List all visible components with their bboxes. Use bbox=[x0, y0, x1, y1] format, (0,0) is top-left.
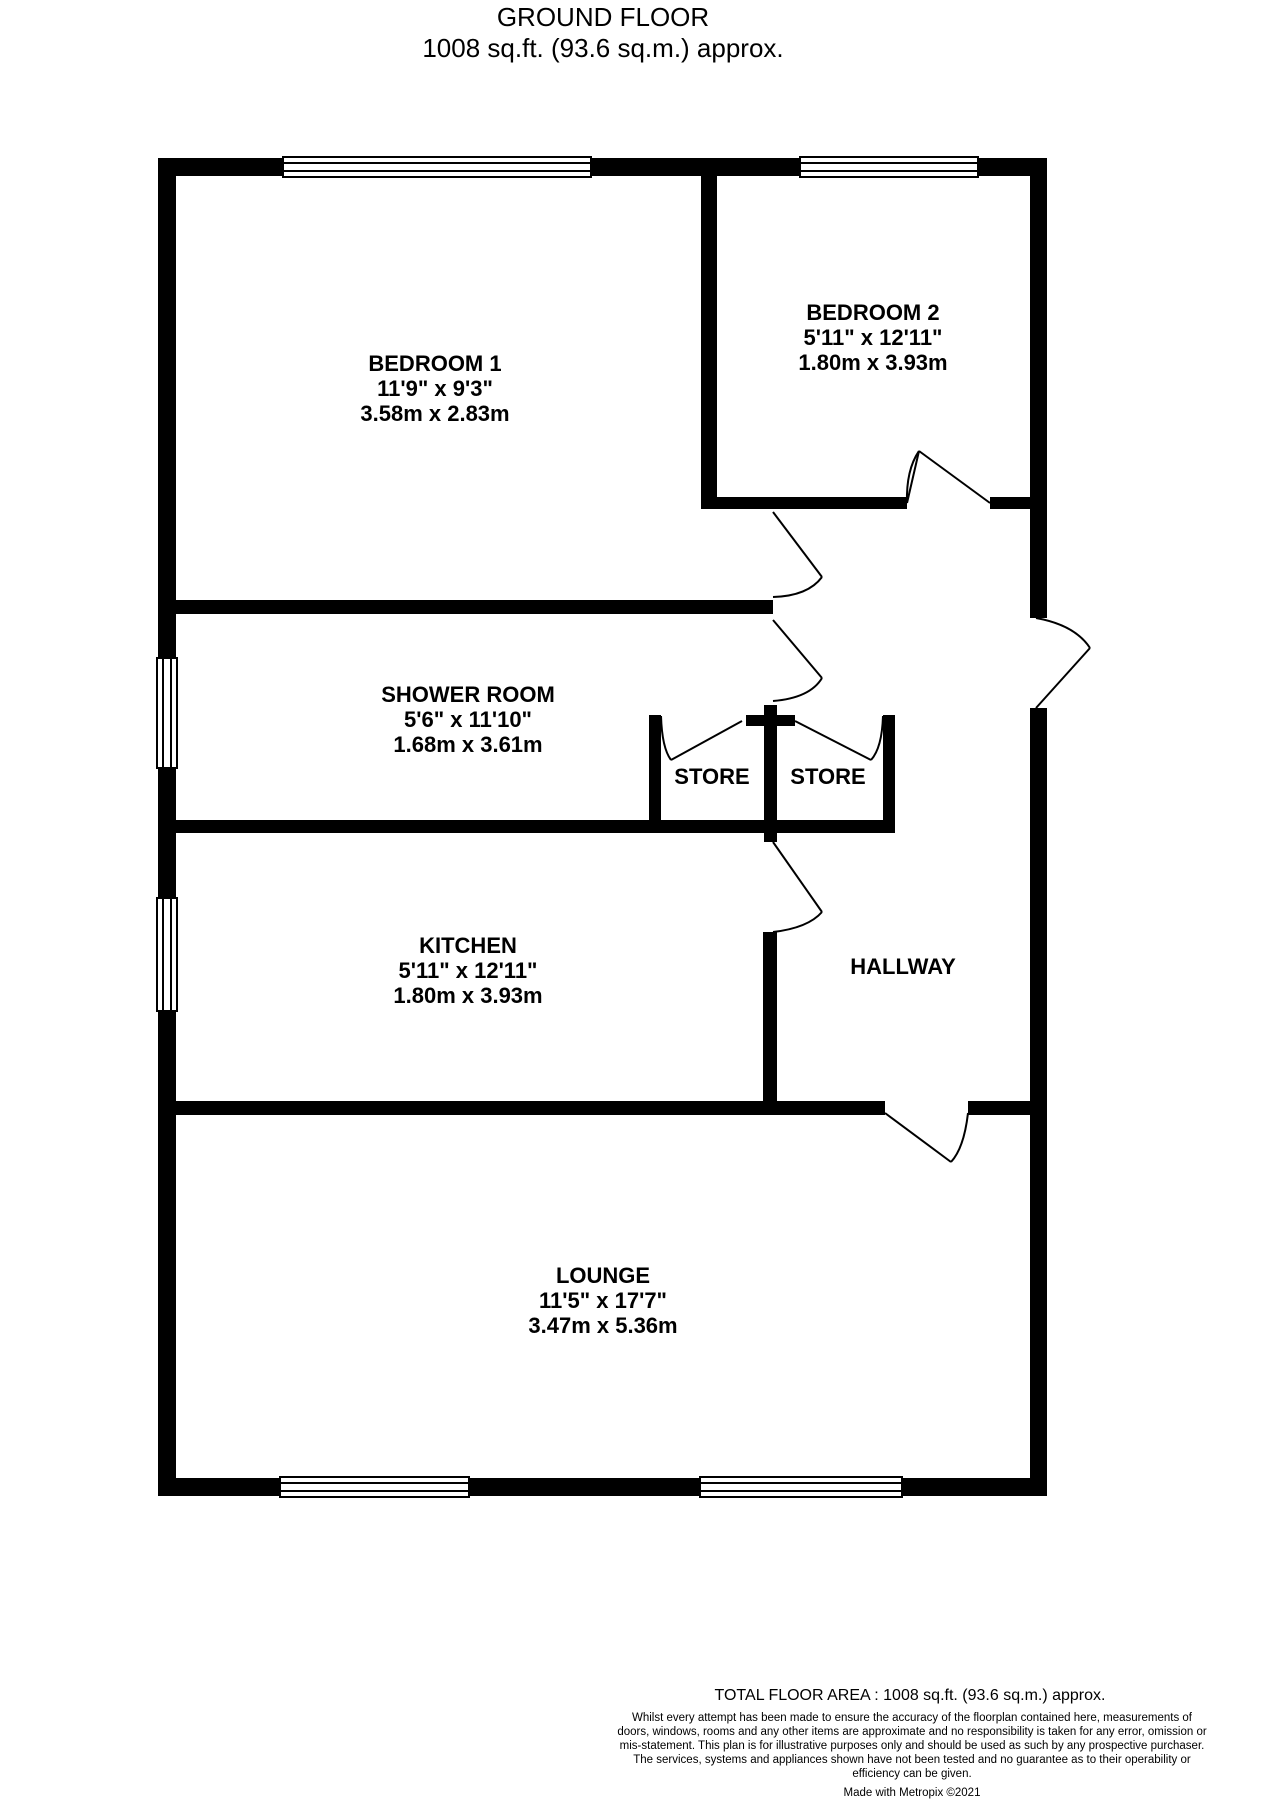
room-name: STORE bbox=[674, 764, 750, 789]
room-dimensions-metric: 1.80m x 3.93m bbox=[393, 983, 543, 1008]
room-bedroom2: BEDROOM 2 5'11" x 12'11" 1.80m x 3.93m bbox=[768, 300, 978, 375]
room-name: STORE bbox=[790, 764, 866, 789]
floor-name: GROUND FLOOR bbox=[496, 2, 710, 32]
wall-bedroom1-bottom bbox=[173, 600, 773, 614]
room-name: LOUNGE bbox=[555, 1263, 651, 1288]
floor-area: 1008 sq.ft. (93.6 sq.m.) approx. bbox=[422, 33, 784, 63]
room-name: HALLWAY bbox=[850, 954, 956, 979]
window-bedroom2-top bbox=[799, 156, 979, 178]
room-dimensions-metric: 1.68m x 3.61m bbox=[393, 732, 543, 757]
room-store-left: STORE bbox=[662, 764, 762, 789]
room-dimensions-imperial: 5'6" x 11'10" bbox=[404, 707, 532, 732]
door-shower bbox=[772, 619, 823, 702]
room-name: BEDROOM 1 bbox=[368, 351, 502, 376]
room-dimensions-metric: 3.47m x 5.36m bbox=[528, 1313, 678, 1338]
door-store-right bbox=[794, 715, 884, 761]
wall-kitchen-right bbox=[763, 932, 777, 1112]
room-kitchen: KITCHEN 5'11" x 12'11" 1.80m x 3.93m bbox=[358, 933, 578, 1008]
room-lounge: LOUNGE 11'5" x 17'7" 3.47m x 5.36m bbox=[493, 1263, 713, 1338]
room-hallway: HALLWAY bbox=[823, 954, 983, 979]
plan-header: GROUND FLOOR 1008 sq.ft. (93.6 sq.m.) ap… bbox=[343, 2, 863, 64]
room-name: SHOWER ROOM bbox=[381, 682, 555, 707]
wall-right-lower bbox=[1030, 708, 1047, 1496]
door-entrance bbox=[1035, 617, 1091, 709]
room-dimensions-imperial: 5'11" x 12'11" bbox=[803, 325, 943, 350]
doors bbox=[660, 450, 1091, 1163]
door-kitchen bbox=[772, 841, 823, 933]
window-kitchen-left bbox=[156, 897, 178, 1012]
window-lounge-bottom-right bbox=[699, 1476, 903, 1498]
wall-store-left bbox=[649, 715, 661, 827]
room-dimensions-imperial: 11'5" x 17'7" bbox=[539, 1288, 667, 1313]
wall-kitchen-bottom bbox=[173, 1101, 885, 1115]
door-bedroom1 bbox=[772, 511, 823, 598]
wall-left-outer bbox=[158, 158, 176, 1496]
door-bedroom2 bbox=[905, 450, 991, 504]
windows bbox=[156, 156, 979, 1498]
credit-text: Made with Metropix ©2021 bbox=[843, 1787, 981, 1799]
door-lounge bbox=[884, 1112, 969, 1163]
room-name: BEDROOM 2 bbox=[806, 300, 940, 325]
window-lounge-bottom-left bbox=[279, 1476, 470, 1498]
window-bedroom1-top bbox=[282, 156, 592, 178]
room-bedroom1: BEDROOM 1 11'9" x 9'3" 3.58m x 2.83m bbox=[330, 351, 540, 426]
wall-shower-bottom bbox=[173, 820, 895, 833]
room-dimensions-imperial: 11'9" x 9'3" bbox=[377, 376, 493, 401]
disclaimer-text: Whilst every attempt has been made to en… bbox=[617, 1712, 1207, 1780]
room-store-right: STORE bbox=[778, 764, 878, 789]
window-shower-left bbox=[156, 657, 178, 769]
wall-bedroom2-left bbox=[701, 173, 717, 507]
wall-store-divider bbox=[764, 705, 777, 842]
wall-store-divider-cap bbox=[746, 715, 795, 726]
room-dimensions-metric: 1.80m x 3.93m bbox=[798, 350, 948, 375]
room-dimensions-metric: 3.58m x 2.83m bbox=[360, 401, 510, 426]
wall-bedroom2-bottom-left bbox=[701, 497, 907, 509]
wall-right-upper bbox=[1030, 158, 1047, 618]
door-store-left bbox=[660, 715, 743, 761]
wall-hall-bottom-right bbox=[968, 1101, 1032, 1115]
room-dimensions-imperial: 5'11" x 12'11" bbox=[398, 958, 538, 983]
room-shower-room: SHOWER ROOM 5'6" x 11'10" 1.68m x 3.61m bbox=[348, 682, 588, 757]
wall-store-right bbox=[883, 715, 895, 833]
total-floor-area: TOTAL FLOOR AREA : 1008 sq.ft. (93.6 sq.… bbox=[714, 1687, 1106, 1704]
room-name: KITCHEN bbox=[419, 933, 517, 958]
wall-bedroom2-bottom-right bbox=[990, 497, 1032, 509]
